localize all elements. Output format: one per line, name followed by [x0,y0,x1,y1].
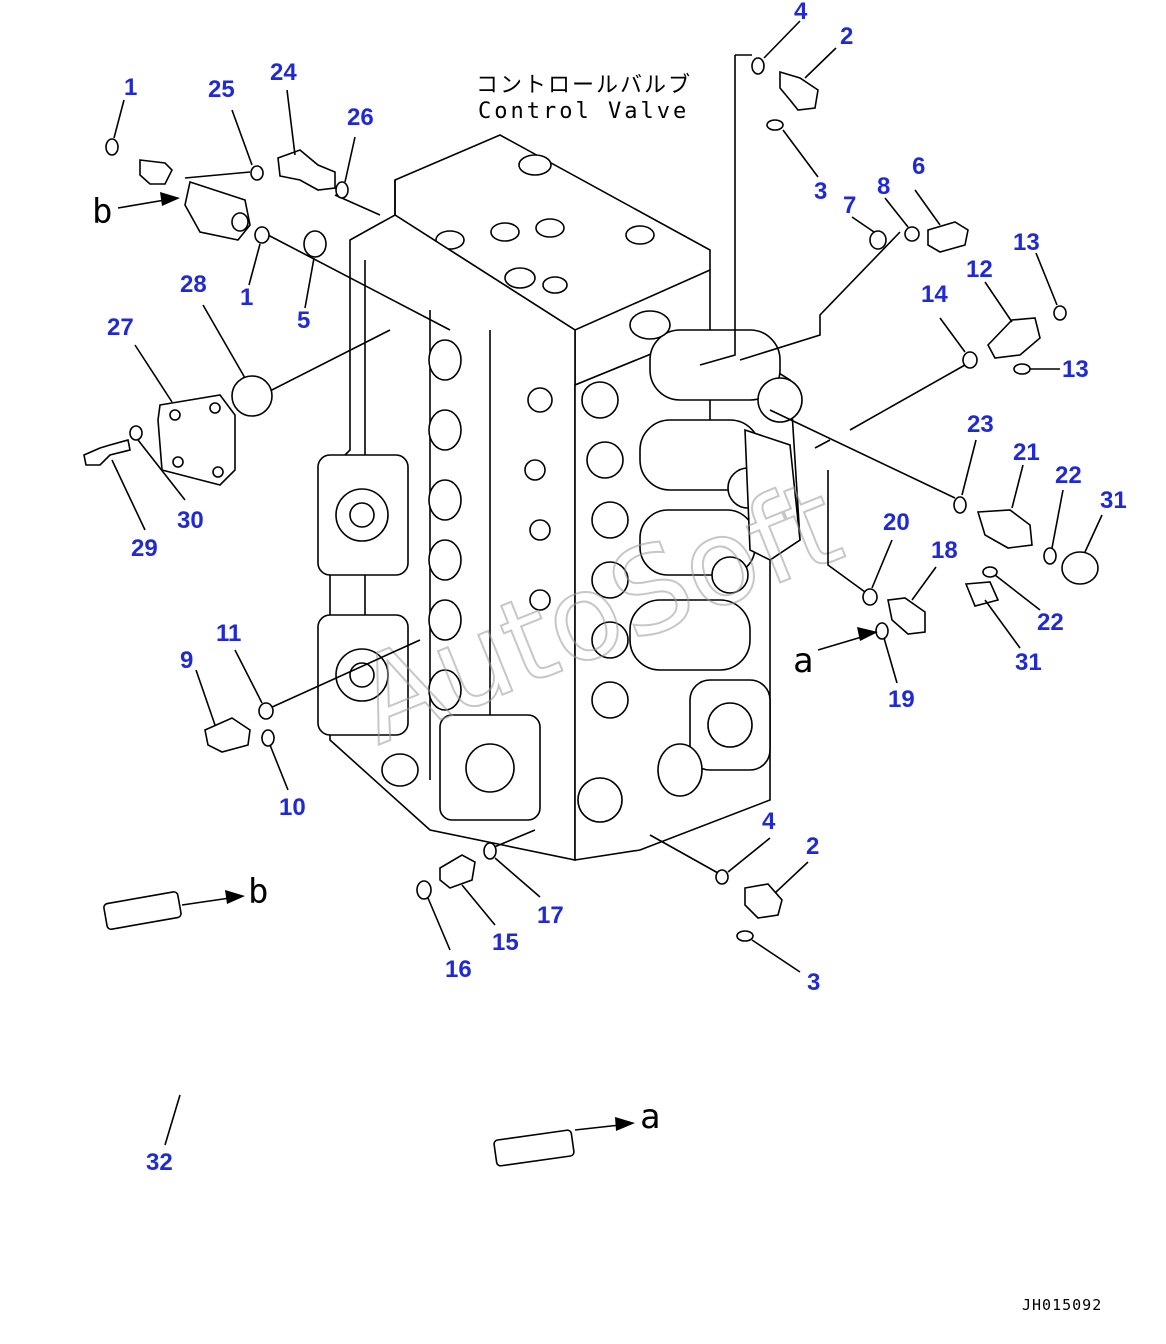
callout-30: 30 [177,507,204,534]
callout-6: 6 [912,153,925,180]
callout-14: 14 [921,281,948,308]
title-english: Control Valve [478,99,689,124]
callout-7: 7 [843,192,856,219]
callout-21: 21 [1013,439,1040,466]
callout-23: 23 [967,411,994,438]
callout-22: 22 [1055,462,1082,489]
callout-31: 31 [1015,649,1042,676]
callouts: 1 25 24 26 1 5 28 27 29 30 4 2 3 6 7 8 1… [107,0,1127,1176]
callout-2: 2 [840,23,853,50]
callout-13: 13 [1062,356,1089,383]
callout-19: 19 [888,686,915,713]
leader-lines [113,54,966,874]
callout-9: 9 [180,647,193,674]
callout-12: 12 [966,256,993,283]
callout-29: 29 [131,535,158,562]
callout-32: 32 [146,1149,173,1176]
callout-1: 1 [240,284,253,311]
callout-3: 3 [814,178,827,205]
callout-13: 13 [1013,229,1040,256]
hose-32 [65,891,575,1168]
title-japanese: コントロールバルブ [476,73,692,98]
callout-10: 10 [279,794,306,821]
callout-28: 28 [180,271,207,298]
direction-letter-a-hose: a [640,1097,660,1137]
callout-18: 18 [931,537,958,564]
direction-letter-a-right: a [793,641,813,681]
callout-4: 4 [762,808,776,835]
fittings [83,70,1099,919]
callout-3: 3 [807,969,820,996]
callout-22: 22 [1037,609,1064,636]
callout-31: 31 [1100,487,1127,514]
callout-16: 16 [445,956,472,983]
callout-leaders [111,20,1103,1146]
drawing-code: JH015092 [1022,1296,1102,1314]
callout-5: 5 [297,307,310,334]
callout-15: 15 [492,929,519,956]
callout-20: 20 [883,509,910,536]
direction-arrows [117,192,878,1131]
direction-letter-b-top: b [92,192,112,232]
callout-17: 17 [537,902,564,929]
o-rings [105,57,1067,942]
callout-25: 25 [208,76,235,103]
callout-24: 24 [270,59,297,86]
callout-1: 1 [124,74,137,101]
callout-8: 8 [877,173,890,200]
callout-4: 4 [794,0,808,25]
callout-11: 11 [216,620,241,647]
callout-26: 26 [347,104,374,131]
direction-letter-b-hose: b [248,872,268,912]
callout-2: 2 [806,833,819,860]
callout-27: 27 [107,314,134,341]
control-valve-body [317,134,803,861]
